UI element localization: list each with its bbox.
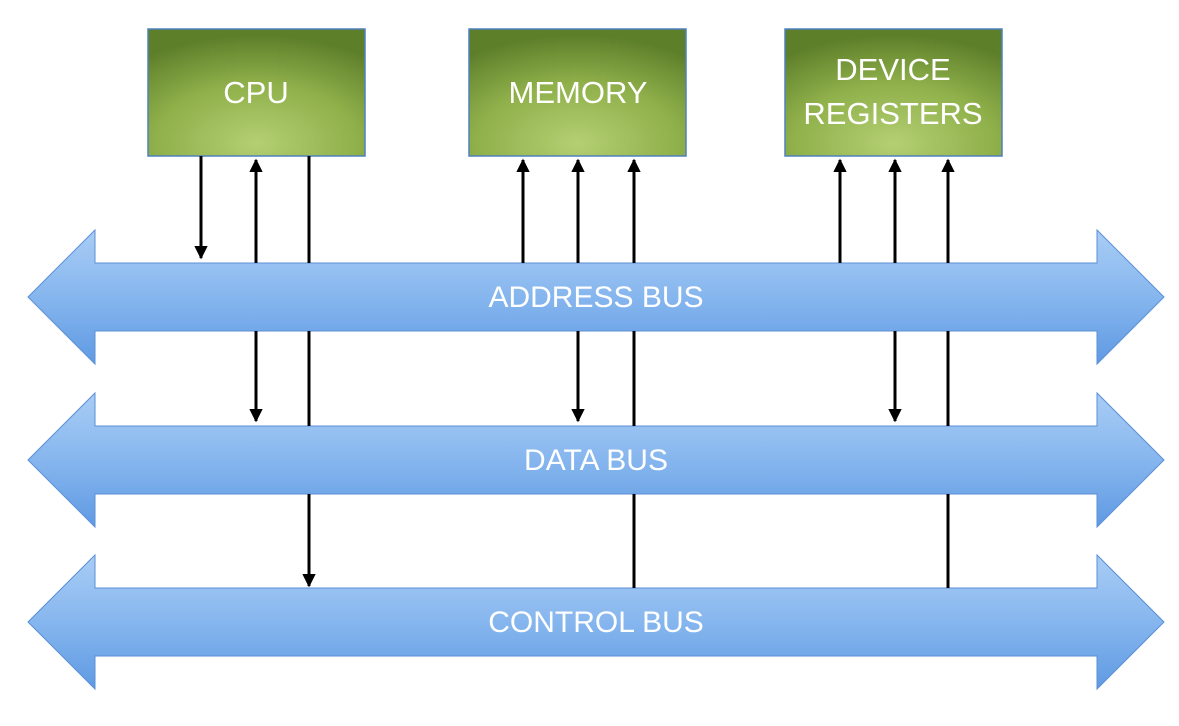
address-bus-arrow [27, 228, 1165, 366]
memory-label: MEMORY [509, 75, 648, 110]
data-bus: DATA BUS [27, 391, 1165, 529]
data-bus-label: DATA BUS [524, 444, 668, 477]
device-registers-box: DEVICE REGISTERS [784, 28, 1003, 157]
memory-rect [468, 28, 687, 157]
address-bus: ADDRESS BUS [27, 228, 1165, 366]
cpu-box: CPU [147, 28, 366, 157]
control-bus-label: CONTROL BUS [488, 606, 704, 639]
control-bus-arrow [27, 553, 1165, 691]
address-bus-label: ADDRESS BUS [488, 281, 703, 314]
device-label-line1: DEVICE [835, 52, 950, 87]
data-bus-arrow [27, 391, 1165, 529]
cpu-label: CPU [223, 75, 288, 110]
device-label-line2: REGISTERS [803, 96, 982, 131]
memory-box: MEMORY [468, 28, 687, 157]
control-bus: CONTROL BUS [27, 553, 1165, 691]
device-registers-rect [784, 28, 1003, 157]
cpu-rect [147, 28, 366, 157]
